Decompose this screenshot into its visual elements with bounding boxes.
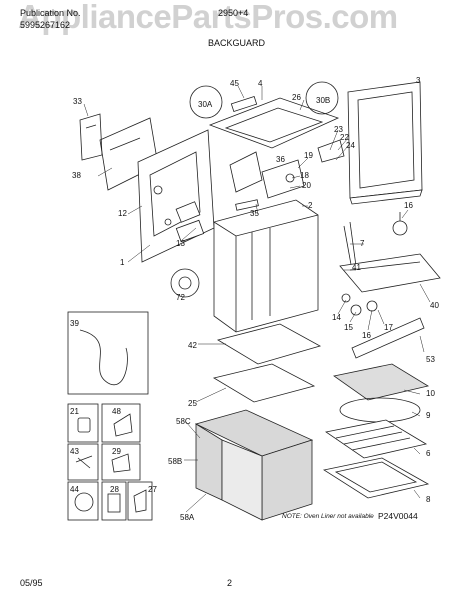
section-title: BACKGUARD [208,38,266,48]
label-21: 21 [70,407,79,416]
part-8-broiler-pan [322,457,430,499]
label-25: 25 [188,399,197,408]
label-6: 6 [426,449,431,458]
label-53: 53 [426,355,435,364]
oven-liner-note: NOTE: Oven Liner not available [282,513,374,520]
label-18: 18 [300,171,309,180]
label-16: 16 [362,331,371,340]
label-58C: 58C [176,417,191,426]
footer-date: 05/95 [20,578,43,588]
label-26: 26 [292,93,301,102]
label-30B: 30B [316,96,330,105]
part-6-rack [324,419,428,459]
part-13-switch [175,219,205,243]
part-42-panel [216,323,322,365]
label-30A: 30A [198,100,213,109]
part-58-drawer-base [194,409,314,521]
label-48: 48 [112,407,121,416]
part-40-tray [339,253,441,293]
small-parts-grid [67,403,153,521]
label-16b: 16 [404,201,413,210]
label-7: 7 [360,239,365,248]
label-2: 2 [308,201,313,210]
label-33: 33 [73,97,82,106]
label-27: 27 [148,485,157,494]
part-25-pan [212,363,316,403]
label-36: 36 [276,155,285,164]
part-3-door [347,81,423,205]
label-3: 3 [416,76,421,85]
part-33-bracket [79,113,103,161]
label-29: 29 [112,447,121,456]
label-42: 42 [188,341,197,350]
label-28: 28 [110,485,119,494]
label-44: 44 [70,485,79,494]
label-10: 10 [426,389,435,398]
label-58B: 58B [168,457,182,466]
label-15: 15 [344,323,353,332]
label-1: 1 [120,258,125,267]
publication-label: Publication No. [20,8,81,18]
part-39-harness [67,311,149,395]
watermark: AppliancePartsPros.com [18,0,398,35]
footer-page-number: 2 [227,578,233,588]
label-4: 4 [258,79,263,88]
label-45: 45 [230,79,239,88]
figure-code: P24V0044 [378,511,418,521]
part-72-fan [170,268,200,298]
label-38: 38 [72,171,81,180]
oven-body [213,199,319,333]
part-9-element [339,397,421,423]
part-36-assembly [229,151,305,199]
publication-number: 5995267162 [20,20,71,30]
part-15-knob [341,293,378,316]
label-12: 12 [118,209,127,218]
label-9: 9 [426,411,431,420]
part-10-grill [333,363,430,401]
label-24: 24 [346,141,355,150]
part-23-hinge [317,139,345,163]
label-23: 23 [334,125,343,134]
part-53-rail [351,317,425,359]
label-20: 20 [302,181,311,190]
label-35: 35 [250,209,259,218]
part-26-cooktop [208,97,340,149]
part-45-vent [230,95,258,113]
label-39: 39 [70,319,79,328]
label-43: 43 [70,447,79,456]
label-13: 13 [176,239,185,248]
label-40: 40 [430,301,439,310]
part-35-ignitor [235,199,259,211]
label-22: 22 [340,133,349,142]
label-19: 19 [304,151,313,160]
label-8: 8 [426,495,431,504]
label-17: 17 [384,323,393,332]
label-72: 72 [176,293,185,302]
label-14: 14 [332,313,341,322]
label-41: 41 [352,263,361,272]
model-number: 2950+4 [218,8,249,18]
label-58A: 58A [180,513,195,522]
